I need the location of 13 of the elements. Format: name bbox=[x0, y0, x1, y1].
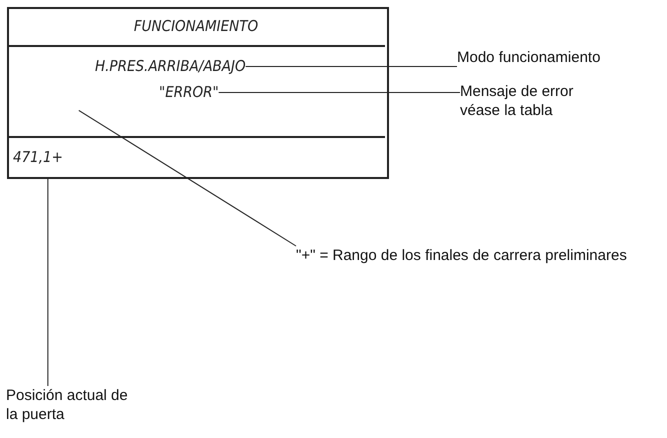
display-text: H.PRES.ARRIBA/ABAJO bbox=[95, 57, 246, 76]
callout-label: Posición actual de la puerta bbox=[6, 386, 141, 426]
display-panel bbox=[7, 7, 389, 179]
leader-line bbox=[78, 110, 296, 246]
callout-label: Mensaje de error véase la tabla bbox=[460, 82, 610, 122]
error-message: "ERROR" bbox=[159, 83, 219, 102]
display-header: FUNCIONAMIENTO bbox=[7, 7, 385, 47]
callout-label: "+" = Rango de los finales de carrera preliminares bbox=[296, 246, 641, 286]
callout-label: Modo funcionamiento bbox=[457, 48, 662, 68]
leader-line bbox=[47, 178, 48, 386]
leader-line bbox=[245, 66, 458, 67]
position-readout: 471,1+ bbox=[7, 137, 385, 179]
leader-line bbox=[218, 92, 460, 93]
